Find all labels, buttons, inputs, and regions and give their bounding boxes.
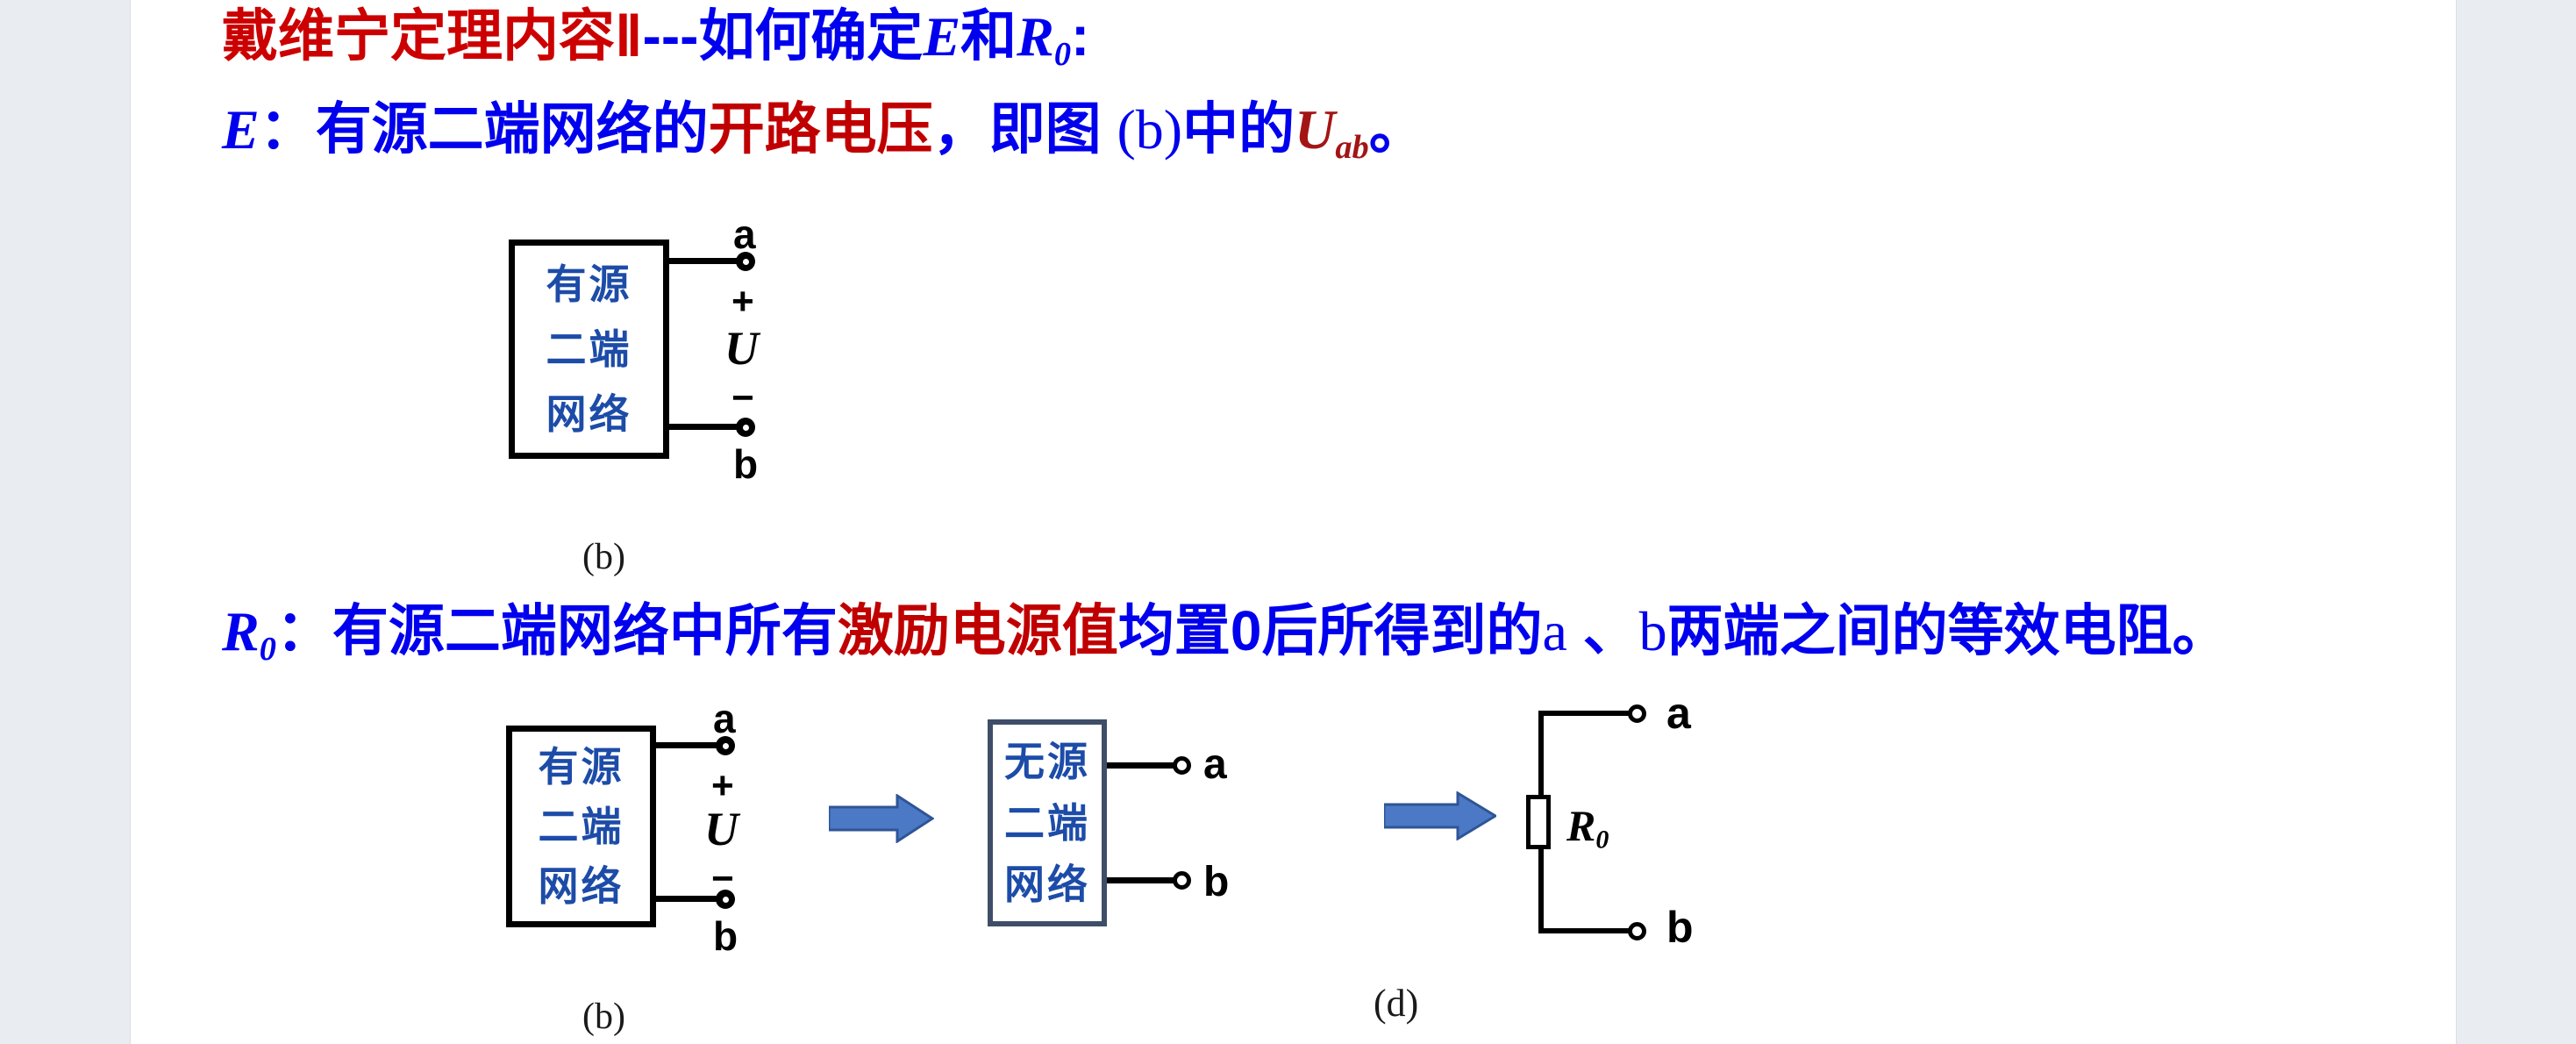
plus-sign-2: +	[711, 764, 734, 807]
terminal-dot-b	[736, 418, 755, 437]
active-network-box-2: 有源 二端 网络	[506, 726, 656, 927]
lead-wire-b	[669, 424, 741, 430]
e-var: E	[222, 98, 260, 161]
r0-colon: ：	[275, 599, 332, 662]
terminal-label-a: a	[733, 211, 756, 257]
slide-title: 戴维宁定理内容Ⅱ---如何确定E和R0:	[222, 4, 1090, 74]
r0-text-excitation-sources: 激励电源值	[837, 599, 1118, 662]
terminal-dot-a	[736, 252, 755, 271]
r0-resistor-var: R	[1566, 801, 1596, 850]
r0-bottom-wire	[1538, 928, 1631, 933]
passive-box-line2: 二端	[1004, 800, 1090, 846]
lead-wire-a-2	[656, 742, 722, 748]
figure-b-top: 有源 二端 网络 a + U − b (b)	[491, 211, 860, 588]
left-margin-strip	[0, 0, 131, 1044]
e-var-u: U	[1295, 98, 1336, 161]
terminal-label-a-2: a	[713, 696, 736, 741]
lead-wire-b-2	[656, 896, 722, 902]
arrow-1-shape	[829, 794, 934, 843]
r0-label-a: a	[1666, 689, 1691, 738]
passive-lead-b	[1107, 877, 1174, 883]
terminal-dot-b-2	[716, 890, 735, 909]
right-margin-strip	[2456, 0, 2576, 1044]
transform-arrow-1	[829, 794, 934, 843]
plus-sign: +	[731, 280, 754, 323]
title-subtitle-text: ---如何确定	[642, 4, 924, 68]
r0-resistor-subscript: 0	[1595, 825, 1609, 855]
resistor-symbol	[1526, 795, 1551, 849]
network-box2-line3: 网络	[538, 863, 624, 909]
figure-caption-b-bottom: (b)	[582, 997, 625, 1037]
title-and-word: 和	[960, 4, 1017, 68]
e-text-1: 有源二端网络的	[315, 97, 709, 161]
r0-text-comma: 、	[1566, 599, 1639, 662]
title-colon: :	[1071, 4, 1090, 68]
r0-var-subscript: 0	[259, 630, 276, 668]
passive-lead-a	[1107, 762, 1174, 769]
e-text-3: 中的	[1182, 97, 1295, 161]
e-text-2: ，即图	[932, 97, 1117, 161]
r0-top-wire	[1538, 711, 1631, 716]
figure-passive-network: 无源 二端 网络 a b (d)	[982, 693, 1474, 1044]
r0-label-b: b	[1666, 903, 1694, 952]
terminal-label-b-2: b	[713, 913, 739, 959]
arrow-2-shape	[1384, 791, 1496, 840]
r0-terminal-b	[1628, 922, 1646, 940]
minus-sign: −	[731, 376, 754, 419]
r0-text-2: 均置0后所得到的	[1117, 599, 1543, 662]
r0-text-b: b	[1638, 600, 1667, 662]
r0-text-3: 两端之间的等效电阻。	[1666, 599, 2229, 662]
network-box2-line1: 有源	[538, 744, 624, 790]
passive-box-line3: 网络	[1004, 862, 1090, 907]
network-box2-line2: 二端	[538, 804, 624, 849]
title-main-text: 戴维宁定理内容Ⅱ	[222, 4, 643, 68]
figure-r0-circuit: a R0 b	[1517, 684, 1745, 974]
figure-b-bottom: 有源 二端 网络 a + U − b (b)	[491, 693, 860, 1044]
figure-caption-b-top: (b)	[582, 537, 625, 577]
e-var-u-subscript: ab	[1335, 128, 1369, 166]
e-period: 。	[1368, 97, 1425, 161]
transform-arrow-2	[1384, 791, 1496, 840]
r0-text-1: 有源二端网络中所有	[332, 599, 838, 662]
network-box-line3: 网络	[546, 391, 632, 437]
passive-label-b: b	[1203, 859, 1230, 905]
title-var-r-subscript: 0	[1053, 35, 1072, 73]
passive-label-a: a	[1203, 741, 1227, 788]
active-network-box: 有源 二端 网络	[509, 240, 669, 459]
terminal-label-b: b	[733, 441, 759, 487]
r0-resistor-label: R0	[1566, 804, 1609, 853]
network-box-line2: 二端	[546, 326, 632, 372]
network-box-line1: 有源	[546, 261, 632, 307]
r0-definition-line: R0：有源二端网络中所有激励电源值均置0后所得到的a 、b两端之间的等效电阻。	[222, 599, 2229, 669]
title-var-e: E	[923, 5, 961, 68]
figure-caption-d: (d)	[1374, 982, 1419, 1025]
voltage-u-label: U	[724, 322, 759, 375]
r0-text-a: a	[1542, 600, 1567, 662]
r0-terminal-a	[1628, 704, 1646, 723]
title-var-r: R	[1017, 5, 1054, 68]
e-text-open-circuit-voltage: 开路电压	[708, 97, 933, 161]
e-colon: ：	[259, 97, 316, 161]
passive-terminal-a	[1173, 756, 1191, 775]
passive-terminal-b	[1173, 871, 1191, 890]
r0-var: R	[222, 600, 260, 662]
lead-wire-a	[669, 258, 741, 264]
e-definition-line: E：有源二端网络的开路电压，即图 (b)中的Uab。	[222, 97, 1425, 167]
passive-network-box: 无源 二端 网络	[988, 719, 1107, 926]
e-figure-ref: (b)	[1117, 98, 1183, 161]
voltage-u-label-2: U	[704, 803, 739, 855]
terminal-dot-a-2	[716, 736, 735, 755]
passive-box-line1: 无源	[1004, 739, 1090, 784]
